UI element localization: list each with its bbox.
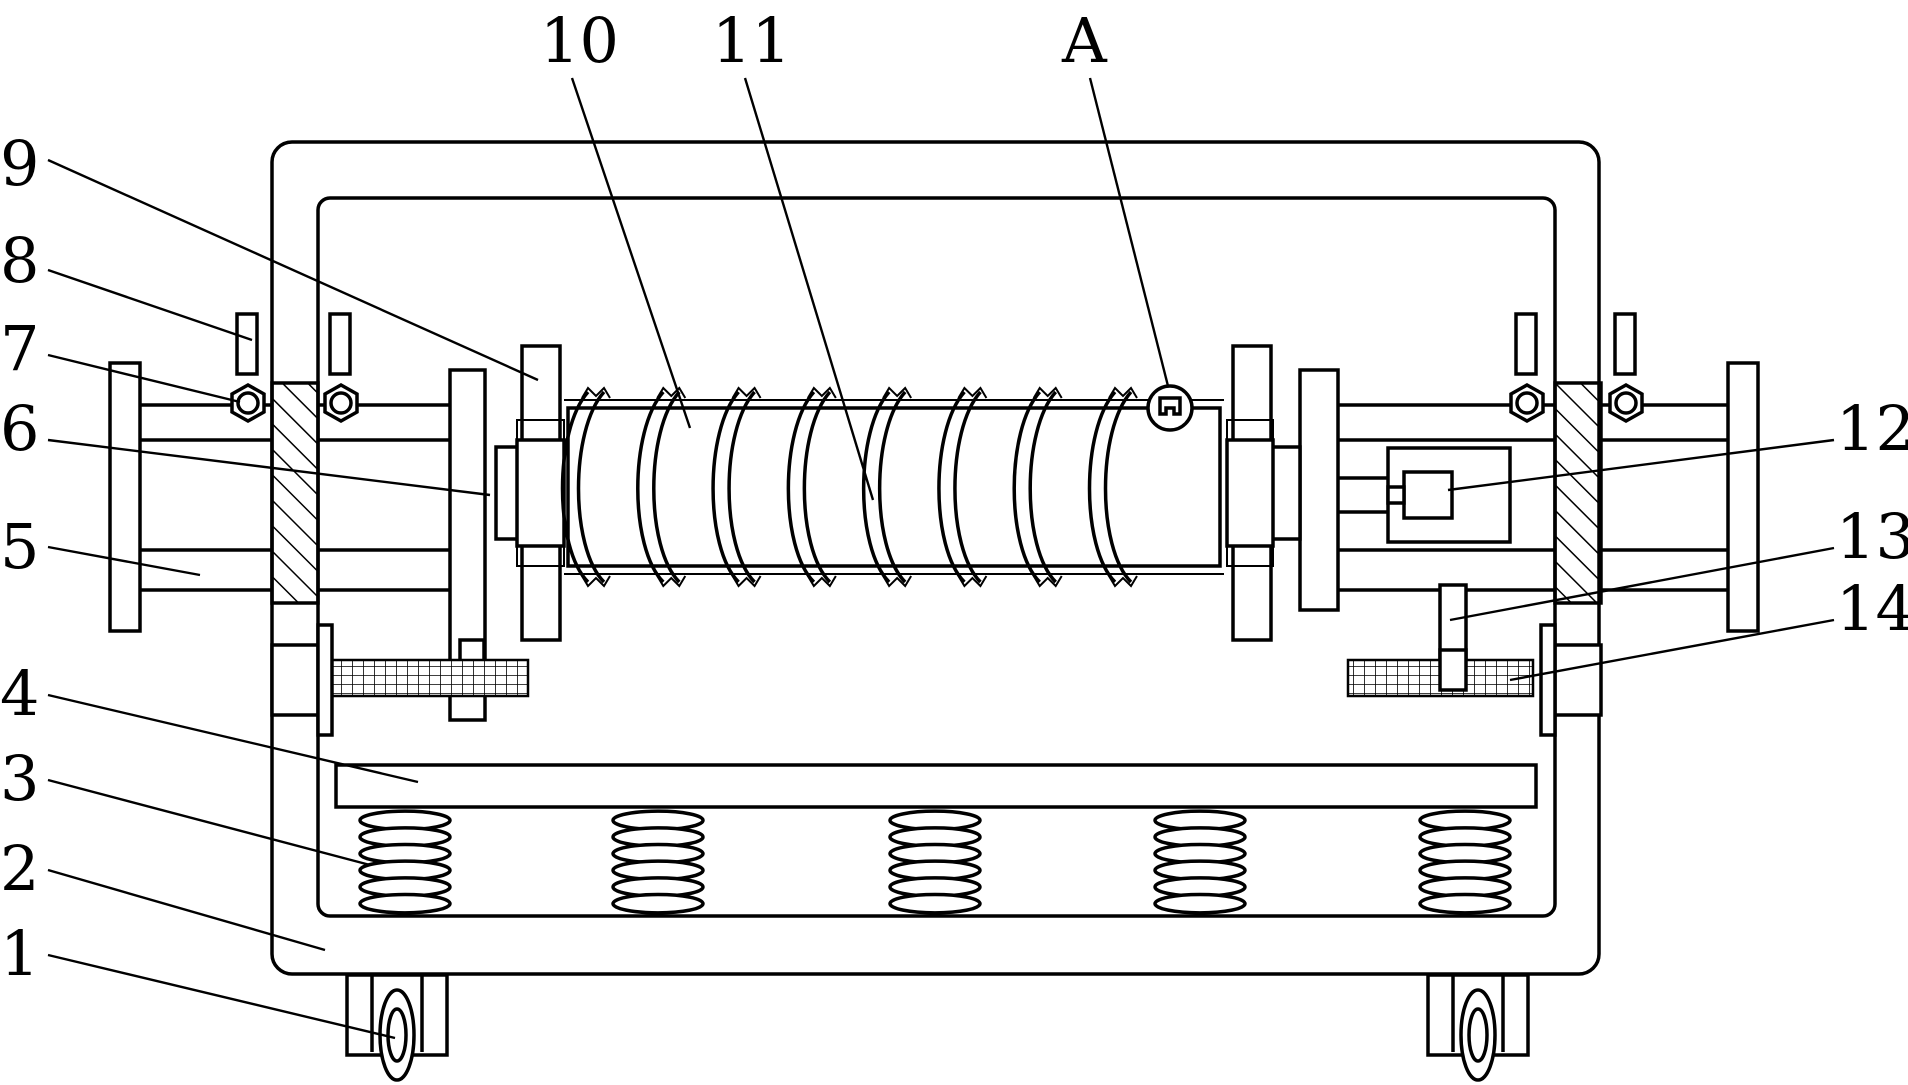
callout-1: 1 (0, 917, 39, 990)
hex-nut-right-2 (1608, 382, 1644, 424)
callout-3: 3 (0, 742, 39, 815)
helix-crest (656, 386, 687, 399)
end-plate-right (1726, 361, 1760, 633)
helix-crest (957, 386, 988, 399)
roller-cylinder (566, 406, 1222, 568)
callout-9: 9 (0, 127, 39, 200)
helix-turn (1087, 390, 1133, 584)
caster-wheel-left (345, 973, 449, 1082)
right-carriage (1225, 344, 1340, 642)
helix-crest (1108, 386, 1138, 399)
helix-turn (1012, 390, 1058, 584)
callout-a: A (1061, 4, 1108, 77)
callout-7: 7 (0, 312, 39, 385)
helix-crest (731, 386, 762, 399)
mesh-blocks (328, 648, 1535, 698)
spring-coil (1153, 892, 1247, 915)
helix-turn (862, 390, 907, 584)
helical-blade (560, 386, 1138, 588)
helix-crest (806, 386, 837, 399)
drive-motor (1338, 446, 1512, 544)
helix-crest (957, 575, 988, 588)
callout-8: 8 (0, 224, 39, 297)
helix-turn (560, 390, 606, 584)
leader-lines (47, 77, 1835, 1040)
helix-turn (711, 390, 756, 584)
helix-crest (581, 575, 611, 588)
callout-14: 14 (1836, 572, 1908, 645)
callout-2: 2 (0, 832, 39, 905)
spring-coil (358, 892, 452, 915)
helix-crest (731, 575, 762, 588)
spring (888, 809, 982, 915)
helix-crest (1108, 575, 1138, 588)
hex-nut-left-1 (230, 382, 266, 424)
helix-turn (786, 390, 832, 584)
caster-wheel-right (1426, 973, 1530, 1082)
helix-crest (882, 386, 913, 399)
helix-crest (1032, 386, 1063, 399)
spring (611, 809, 705, 915)
wall-block-right (1553, 381, 1603, 605)
callout-6: 6 (0, 392, 39, 465)
wall-block-left (270, 381, 320, 605)
spring-coil (1418, 892, 1512, 915)
helix-crest (806, 575, 837, 588)
callout-4: 4 (0, 657, 39, 730)
callout-12: 12 (1836, 392, 1908, 465)
support-plate (334, 763, 1538, 809)
callout-13: 13 (1836, 500, 1908, 573)
wall-brackets (270, 623, 1603, 737)
hex-nut-right-1 (1509, 382, 1545, 424)
helix-crest (1032, 575, 1063, 588)
damping-springs (358, 809, 1512, 915)
helix-crest (581, 386, 611, 399)
spring-coil (888, 892, 982, 915)
spring-coil (611, 892, 705, 915)
helix-crest (656, 575, 687, 588)
spring (358, 809, 452, 915)
helix-turn (937, 390, 982, 584)
end-plate-left (108, 361, 142, 633)
spring (1153, 809, 1247, 915)
callout-5: 5 (0, 510, 39, 583)
helix-crest (882, 575, 913, 588)
hex-nut-left-2 (323, 382, 359, 424)
callout-10: 10 (540, 4, 619, 77)
callout-labels: 1 2 3 4 5 6 7 8 9 10 11 A 12 13 14 (0, 4, 1908, 990)
helix-turn (636, 390, 681, 584)
spring (1418, 809, 1512, 915)
locking-bolts (230, 312, 1644, 424)
detail-a-marker (1146, 384, 1194, 432)
callout-11: 11 (712, 4, 791, 77)
